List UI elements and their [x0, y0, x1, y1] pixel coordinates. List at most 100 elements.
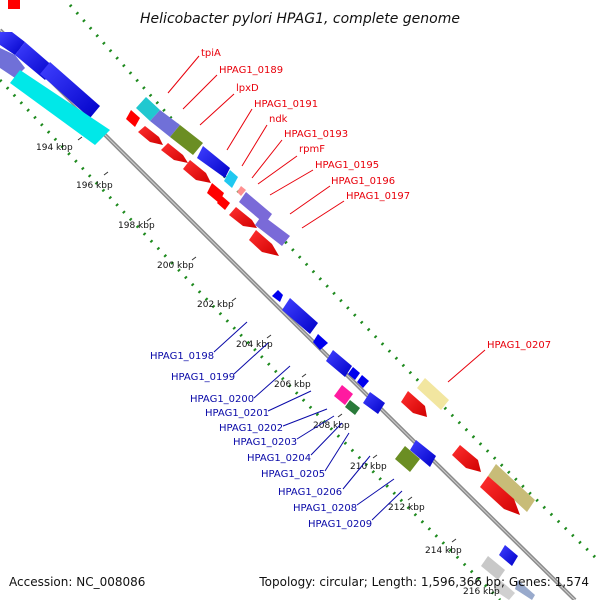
ring-guides	[0, 4, 600, 600]
tick-208	[337, 413, 343, 418]
gene-lpxD	[170, 125, 203, 155]
gene-red-g	[229, 207, 257, 228]
gene-red-j	[452, 445, 481, 472]
gene-rev-bottom-b	[481, 556, 505, 580]
leader-HPAG1_0195	[269, 169, 314, 196]
label-HPAG1_0197: HPAG1_0197	[346, 191, 410, 202]
reverse-labels: HPAG1_0198 HPAG1_0199 HPAG1_0200 HPAG1_0…	[150, 351, 372, 530]
leader-HPAG1_0200	[253, 365, 291, 399]
gene-HPAG1_0191	[197, 146, 230, 178]
leader-HPAG1_0205	[324, 432, 350, 472]
gene-HPAG1_0201	[326, 350, 352, 377]
tick-196	[103, 171, 109, 176]
label-HPAG1_0209: HPAG1_0209	[308, 519, 372, 530]
leader-tpiA	[167, 55, 200, 94]
gene-red-f	[217, 196, 230, 210]
gene-rpmF	[237, 186, 246, 196]
gene-rev-bottom-d	[515, 580, 535, 600]
label-HPAG1_0207: HPAG1_0207	[487, 340, 551, 351]
kbp-label-214: 214 kbp	[425, 546, 462, 556]
tick-202	[231, 297, 237, 302]
topology-text: Topology: circular; Length: 1,596,366 bp…	[258, 575, 589, 589]
kbp-label-210: 210 kbp	[350, 462, 387, 472]
leader-HPAG1_0193	[251, 139, 283, 179]
label-HPAG1_0200: HPAG1_0200	[190, 394, 254, 405]
tick-210	[372, 454, 378, 459]
label-HPAG1_0199: HPAG1_0199	[171, 372, 235, 383]
leader-ndk	[241, 124, 268, 167]
label-HPAG1_0189: HPAG1_0189	[219, 65, 283, 76]
label-HPAG1_0203: HPAG1_0203	[233, 437, 297, 448]
tick-212	[407, 496, 413, 501]
label-HPAG1_0196: HPAG1_0196	[331, 176, 395, 187]
label-rpmF: rpmF	[299, 144, 325, 155]
label-HPAG1_0204: HPAG1_0204	[247, 453, 311, 464]
leader-HPAG1_0207	[447, 349, 486, 383]
gene-red-a	[126, 110, 140, 127]
gene-HPAG1_0195	[239, 192, 272, 224]
gene-HPAG1_0199	[282, 298, 318, 334]
kbp-label-212: 212 kbp	[388, 503, 425, 513]
kbp-tick-marks	[77, 136, 479, 585]
leader-HPAG1_0201	[267, 390, 312, 412]
leader-HPAG1_0209	[371, 490, 403, 521]
outer-dotted-ring	[68, 4, 600, 562]
gene-HPAG1_0208	[395, 446, 420, 472]
reverse-genes	[0, 32, 535, 600]
label-HPAG1_0205: HPAG1_0205	[261, 469, 325, 480]
kbp-label-198: 198 kbp	[118, 221, 155, 231]
kbp-label-208: 208 kbp	[313, 421, 350, 431]
gene-HPAG1_0204	[334, 385, 353, 405]
kbp-labels: 194 kbp 196 kbp 198 kbp 200 kbp 202 kbp …	[36, 143, 500, 597]
kbp-label-202: 202 kbp	[197, 300, 234, 310]
label-HPAG1_0195: HPAG1_0195	[315, 160, 379, 171]
tick-194	[77, 136, 83, 141]
leader-HPAG1_0189	[182, 74, 218, 110]
gene-rev-bottom-a	[499, 545, 518, 566]
tick-216	[473, 580, 479, 585]
leader-HPAG1_0198	[213, 321, 248, 353]
kbp-label-200: 200 kbp	[157, 261, 194, 271]
forward-leaders	[167, 55, 486, 383]
gene-HPAG1_0203	[357, 375, 369, 388]
gene-HPAG1_0205	[345, 400, 360, 415]
gene-HPAG1_0196	[255, 215, 290, 246]
leader-HPAG1_0197	[301, 200, 345, 229]
gene-rev-top-b	[0, 48, 25, 78]
label-HPAG1_0198: HPAG1_0198	[150, 351, 214, 362]
gene-HPAG1_0189	[150, 110, 180, 137]
leader-HPAG1_0191	[226, 108, 253, 151]
gene-red-i	[401, 391, 427, 417]
label-HPAG1_0191: HPAG1_0191	[254, 99, 318, 110]
tick-200	[191, 256, 197, 261]
leader-HPAG1_0204	[310, 422, 343, 456]
gene-red-c	[161, 143, 188, 163]
gene-HPAG1_0200	[313, 334, 328, 350]
gene-tpiA	[136, 97, 160, 121]
tick-214	[451, 538, 457, 543]
accession-text: Accession: NC_008086	[9, 575, 145, 589]
leader-HPAG1_0202	[282, 408, 328, 427]
inner-dotted-ring	[0, 78, 502, 600]
reverse-leaders	[213, 321, 403, 521]
gene-HPAG1_0202	[348, 367, 360, 380]
gene-fwd-0210	[488, 464, 535, 512]
kbp-label-196: 196 kbp	[76, 181, 113, 191]
red-genes	[126, 110, 520, 515]
kbp-label-194: 194 kbp	[36, 143, 73, 153]
label-HPAG1_0206: HPAG1_0206	[278, 487, 342, 498]
gene-ndk	[224, 170, 238, 188]
label-HPAG1_0208: HPAG1_0208	[293, 503, 357, 514]
kbp-label-216: 216 kbp	[463, 587, 500, 597]
leader-HPAG1_0208	[356, 478, 395, 506]
label-tpiA: tpiA	[201, 48, 221, 59]
gene-red-k	[480, 476, 520, 515]
tick-198	[146, 217, 152, 222]
label-lpxD: lpxD	[236, 83, 259, 94]
leader-lpxD	[199, 93, 235, 126]
tick-206	[301, 373, 307, 378]
gene-HPAG1_0206	[363, 392, 385, 414]
gene-red-h	[249, 230, 279, 256]
kbp-label-204: 204 kbp	[236, 340, 273, 350]
